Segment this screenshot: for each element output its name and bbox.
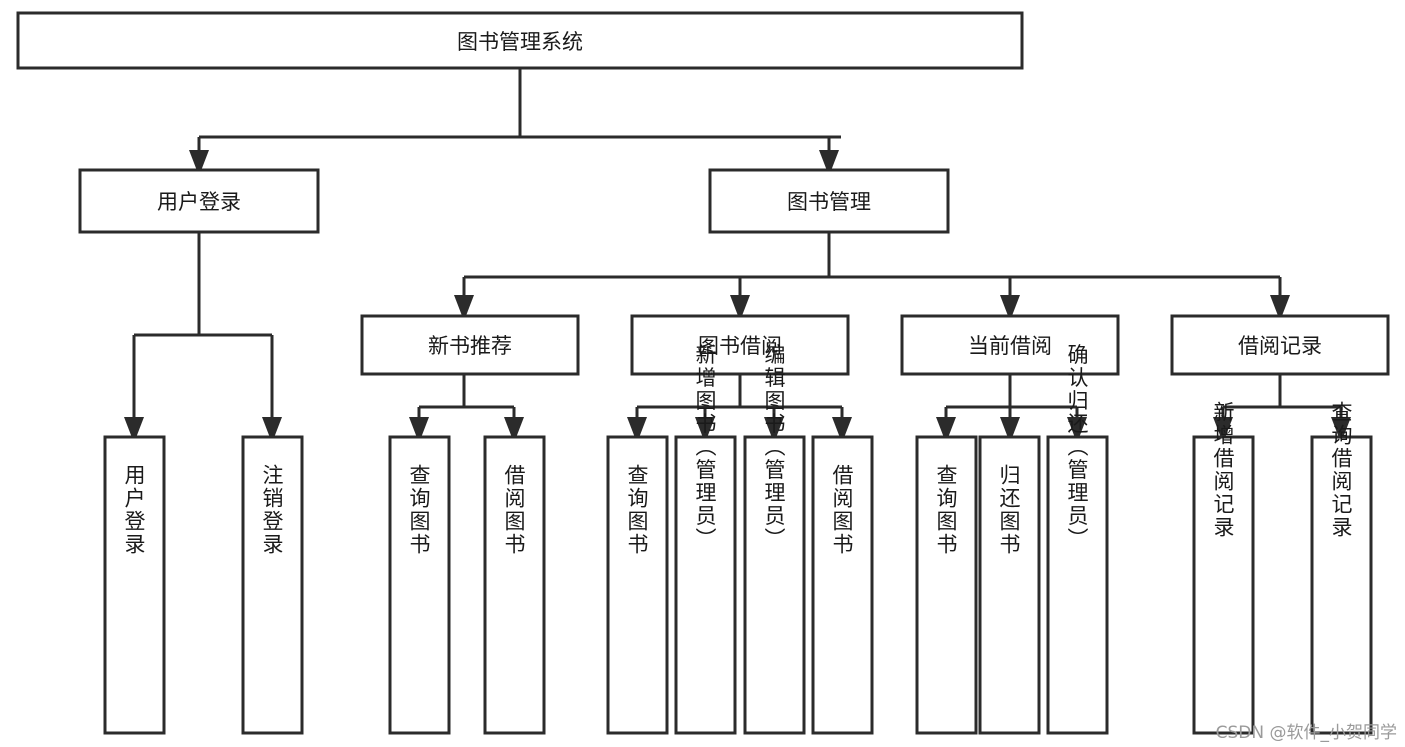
edge-root-to-level2 — [197, 68, 841, 150]
node-leaf-query-record-label: 查询借阅记录 — [1329, 401, 1353, 539]
edge-currentborrow-to-leaves — [944, 374, 1079, 417]
edge-userlogin-to-leaves — [132, 232, 274, 417]
edge-bookborrow-to-leaves — [635, 374, 844, 417]
node-leaf-borrow-book-1[interactable]: 借阅图书 — [483, 435, 546, 735]
node-new-book-rec[interactable]: 新书推荐 — [360, 314, 580, 376]
node-leaf-return-book[interactable]: 归还图书 — [978, 435, 1041, 735]
node-leaf-borrow-book-2[interactable]: 借阅图书 — [811, 435, 874, 735]
node-current-borrow[interactable]: 当前借阅 — [900, 314, 1120, 376]
node-leaf-logout[interactable]: 注销登录 — [241, 435, 304, 735]
node-leaf-query-book-1-label: 查询图书 — [407, 464, 431, 556]
node-book-mgmt-label: 图书管理 — [787, 190, 871, 214]
node-leaf-add-record-label: 新增借阅记录 — [1211, 401, 1235, 539]
node-leaf-borrow-book-1-label: 借阅图书 — [502, 464, 526, 556]
node-root-label: 图书管理系统 — [457, 30, 583, 54]
node-leaf-confirm-return-label: 确认归还（管理员） — [1065, 344, 1089, 551]
node-leaf-user-login[interactable]: 用户登录 — [103, 435, 166, 735]
edge-newbook-to-leaves — [417, 374, 516, 417]
node-leaf-query-book-2[interactable]: 查询图书 — [606, 435, 669, 735]
node-borrow-record-label: 借阅记录 — [1238, 334, 1322, 358]
node-leaf-query-book-3[interactable]: 查询图书 — [915, 435, 978, 735]
node-leaf-add-book-label: 新增图书（管理员） — [693, 344, 717, 551]
node-leaf-add-record[interactable]: 新增借阅记录 — [1192, 401, 1255, 735]
node-leaf-query-book-1[interactable]: 查询图书 — [388, 435, 451, 735]
node-leaf-confirm-return[interactable]: 确认归还（管理员） — [1046, 344, 1109, 735]
node-user-login-label: 用户登录 — [157, 190, 241, 214]
node-leaf-query-book-3-label: 查询图书 — [934, 464, 958, 556]
node-current-borrow-label: 当前借阅 — [968, 334, 1052, 358]
node-leaf-user-login-label: 用户登录 — [122, 464, 146, 556]
node-book-mgmt[interactable]: 图书管理 — [708, 168, 950, 234]
edge-borrowrecord-to-leaves — [1221, 374, 1343, 417]
node-leaf-logout-label: 注销登录 — [260, 464, 284, 556]
node-borrow-record[interactable]: 借阅记录 — [1170, 314, 1390, 376]
node-leaf-edit-book[interactable]: 编辑图书（管理员） — [743, 344, 806, 735]
node-user-login[interactable]: 用户登录 — [78, 168, 320, 234]
node-new-book-rec-label: 新书推荐 — [428, 334, 512, 358]
node-leaf-borrow-book-2-label: 借阅图书 — [830, 464, 854, 556]
connector-layer — [124, 68, 1351, 443]
node-book-borrow-label: 图书借阅 — [698, 334, 782, 358]
edge-bookmgmt-to-level3 — [462, 232, 1282, 295]
node-leaf-return-book-label: 归还图书 — [997, 464, 1021, 556]
node-leaf-query-book-2-label: 查询图书 — [625, 464, 649, 556]
node-leaf-add-book[interactable]: 新增图书（管理员） — [674, 344, 737, 735]
node-leaf-query-record[interactable]: 查询借阅记录 — [1310, 401, 1373, 735]
node-book-borrow[interactable]: 图书借阅 — [630, 314, 850, 376]
node-leaf-edit-book-label: 编辑图书（管理员） — [762, 344, 786, 551]
node-root[interactable]: 图书管理系统 — [16, 11, 1024, 70]
